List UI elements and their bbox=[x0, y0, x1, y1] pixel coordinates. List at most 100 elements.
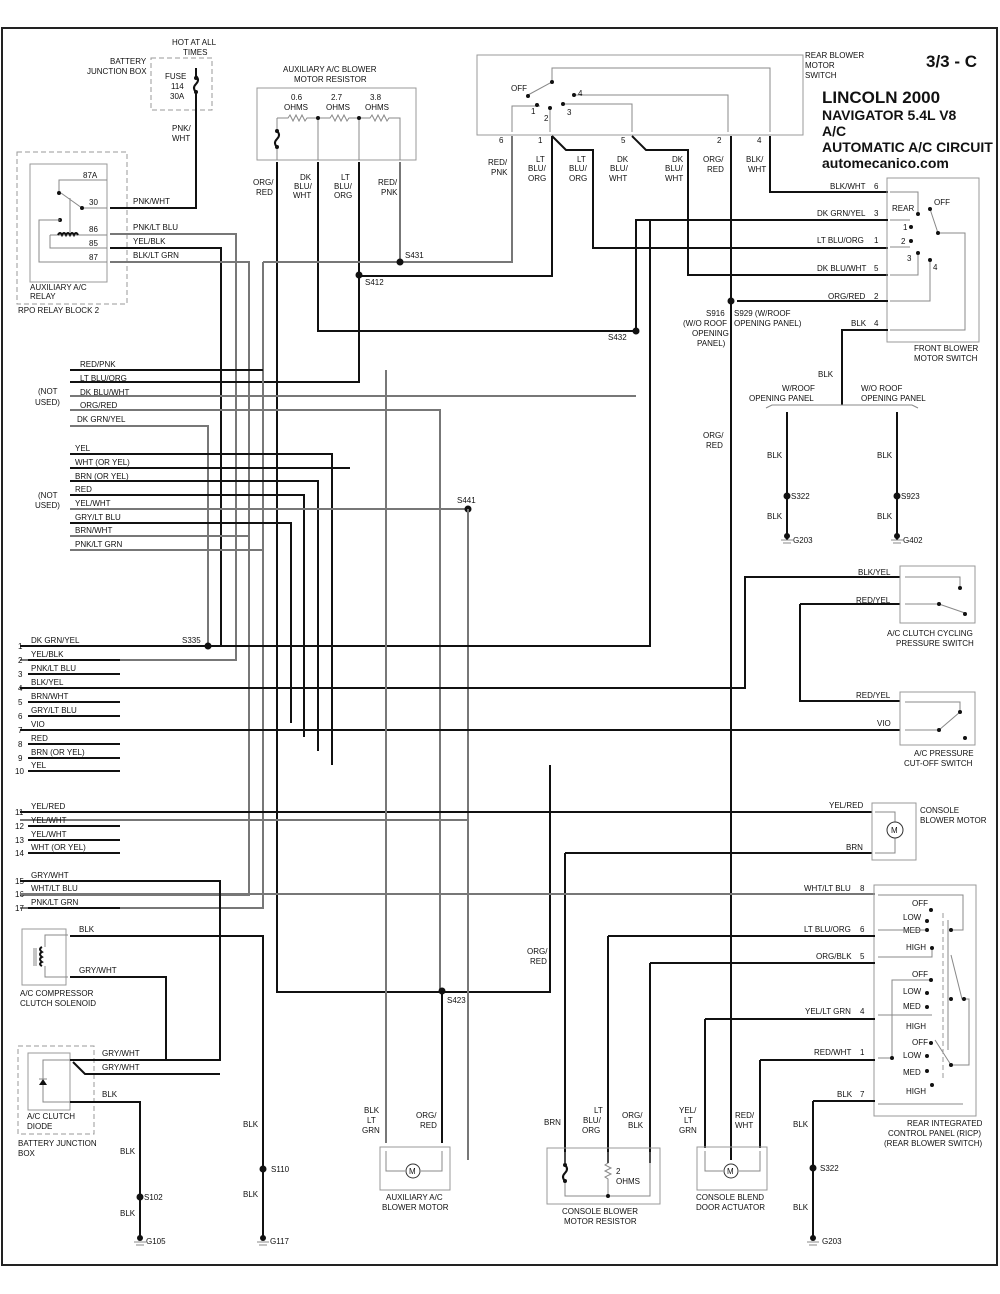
splice-label: S916 bbox=[706, 309, 725, 318]
ohms-label: OHMS bbox=[616, 1177, 640, 1186]
wire-gry-lt-blu-unused bbox=[70, 522, 292, 723]
wire-label: ORG bbox=[528, 174, 546, 183]
wire-label: YEL/BLK bbox=[133, 237, 166, 246]
wire-label: LT bbox=[684, 1116, 693, 1125]
splice-s322-lower bbox=[809, 1164, 817, 1172]
pin-label: 7 bbox=[860, 1090, 865, 1099]
wire-label: WHT/LT BLU bbox=[804, 884, 851, 893]
splice-s916 bbox=[727, 297, 735, 305]
wire-blk-diode bbox=[70, 1101, 141, 1240]
r1-value: 0.6 bbox=[291, 93, 303, 102]
wire-label: DK BLU/WHT bbox=[817, 264, 866, 273]
solenoid-leads bbox=[44, 934, 68, 978]
wire-label: GRY/WHT bbox=[102, 1049, 140, 1058]
wire-label: WHT bbox=[735, 1121, 753, 1130]
pin-wire-label: YEL bbox=[31, 761, 47, 770]
switch-label: HIGH bbox=[906, 1087, 926, 1096]
branch-label: OPENING PANEL bbox=[861, 394, 926, 403]
component-label: CONSOLE bbox=[920, 806, 959, 815]
console-resistor-element-icon bbox=[564, 1152, 651, 1197]
ohms-label: OHMS bbox=[284, 103, 308, 112]
pin-label: 5 bbox=[621, 136, 626, 145]
wire-label: WHT bbox=[293, 191, 311, 200]
wire-label: GRY/WHT bbox=[102, 1063, 140, 1072]
pin-number: 17 bbox=[15, 904, 24, 913]
wire-label: ORG/ bbox=[416, 1111, 437, 1120]
bjb-box bbox=[150, 57, 213, 111]
motor-leads bbox=[385, 1151, 443, 1172]
resistor-title-2: MOTOR RESISTOR bbox=[294, 75, 367, 84]
splice-s110 bbox=[259, 1165, 267, 1173]
wire-label: DK bbox=[672, 155, 684, 164]
title-model: NAVIGATOR 5.4L V8 bbox=[822, 107, 957, 123]
wire-label: YEL/ bbox=[679, 1106, 697, 1115]
pin-wire-label: YEL/WHT bbox=[31, 816, 67, 825]
pin-wire-label: BRN (OR YEL) bbox=[31, 748, 85, 757]
ac-clutch-diode: GRY/WHT GRY/WHT BLK A/C CLUTCH DIODE BAT… bbox=[17, 1045, 290, 1246]
wire-lt-blu-org-to-front bbox=[551, 135, 888, 249]
wire-label: RED/WHT bbox=[814, 1048, 851, 1057]
fuse-rating: 30A bbox=[170, 92, 185, 101]
component-label: DOOR ACTUATOR bbox=[696, 1203, 765, 1212]
wire-label: LT BLU/ORG bbox=[804, 925, 851, 934]
component-label: A/C CLUTCH bbox=[27, 1112, 75, 1121]
pin-label: 5 bbox=[860, 952, 865, 961]
hot-label-2: TIMES bbox=[183, 48, 207, 57]
pin-label: 6 bbox=[499, 136, 504, 145]
wire-brn-unused bbox=[70, 480, 319, 751]
ricp-switch-labels: OFF LOW MED HIGH OFF LOW MED HIGH OFF LO… bbox=[903, 899, 928, 1096]
connector-pin-row: 9 BRN (OR YEL) bbox=[18, 748, 120, 763]
wire-label: LT bbox=[341, 173, 350, 182]
wire-label: PNK/LT GRN bbox=[75, 540, 122, 549]
wire-label: PNK bbox=[491, 168, 508, 177]
wire-label: RED/ bbox=[378, 178, 398, 187]
wire-label: DK BLU/WHT bbox=[80, 388, 129, 397]
wire-label: LT bbox=[577, 155, 586, 164]
wire-dk-grn-yel-main bbox=[20, 220, 651, 647]
resistor-box bbox=[256, 87, 417, 161]
wire-label: BLK bbox=[851, 319, 867, 328]
ohms-label: OHMS bbox=[365, 103, 389, 112]
pin-86: 86 bbox=[89, 225, 98, 234]
motor-icon bbox=[723, 1163, 739, 1179]
header: 3/3 - C LINCOLN 2000 NAVIGATOR 5.4L V8 A… bbox=[822, 52, 993, 171]
splice-label: S431 bbox=[405, 251, 424, 260]
motor-icon bbox=[886, 821, 904, 839]
wire-yel-lt-grn-ricp bbox=[704, 1018, 875, 1148]
splice-note: OPENING bbox=[692, 329, 729, 338]
wire-org-blk-ricp bbox=[649, 962, 875, 1163]
switch-label: HIGH bbox=[906, 1022, 926, 1031]
position-label: 1 bbox=[531, 107, 536, 116]
front-blower-motor-switch: BLK/WHT 6 DK GRN/YEL 3 LT BLU/ORG 1 DK B… bbox=[650, 177, 980, 405]
component-label: AUXILIARY A/C bbox=[386, 1193, 443, 1202]
rear-blower-motor-switch: REAR BLOWER MOTOR SWITCH OFF 4 1 2 3 6 1… bbox=[476, 51, 888, 1160]
wire-label: YEL/RED bbox=[829, 801, 863, 810]
position-label: 3 bbox=[907, 254, 912, 263]
pin-wire-label: GRY/LT BLU bbox=[31, 706, 77, 715]
splice-label: S335 bbox=[182, 636, 201, 645]
wire-label: BLU/ bbox=[569, 164, 588, 173]
bjb-label: BATTERY bbox=[110, 57, 147, 66]
front-switch-label-2: MOTOR SWITCH bbox=[914, 354, 978, 363]
unused-wires-group-2: (NOT USED) YEL WHT (OR YEL) BRN (OR YEL)… bbox=[20, 444, 476, 1160]
component-label: (REAR BLOWER SWITCH) bbox=[884, 1139, 983, 1148]
wire-label: BLK bbox=[837, 1090, 853, 1099]
pin-label: 4 bbox=[874, 319, 879, 328]
wire-label: LT bbox=[536, 155, 545, 164]
wire-label: ORG/RED bbox=[828, 292, 866, 301]
wire-label: LT BLU/ORG bbox=[80, 374, 127, 383]
pin-label: 6 bbox=[860, 925, 865, 934]
title-system: A/C bbox=[822, 123, 846, 139]
relay-block-label: RPO RELAY BLOCK 2 bbox=[18, 306, 100, 315]
component-label: A/C PRESSURE bbox=[914, 749, 974, 758]
pin-number: 9 bbox=[18, 754, 23, 763]
wire-label: ORG/RED bbox=[80, 401, 118, 410]
auxiliary-ac-blower-motor: S423 ORG/ RED BLK LT GRN ORG/ RED M AUXI… bbox=[362, 370, 548, 1212]
splice-s432 bbox=[632, 327, 640, 335]
switch-label: OFF bbox=[912, 1038, 928, 1047]
wire-red-pnk-run bbox=[263, 136, 513, 263]
